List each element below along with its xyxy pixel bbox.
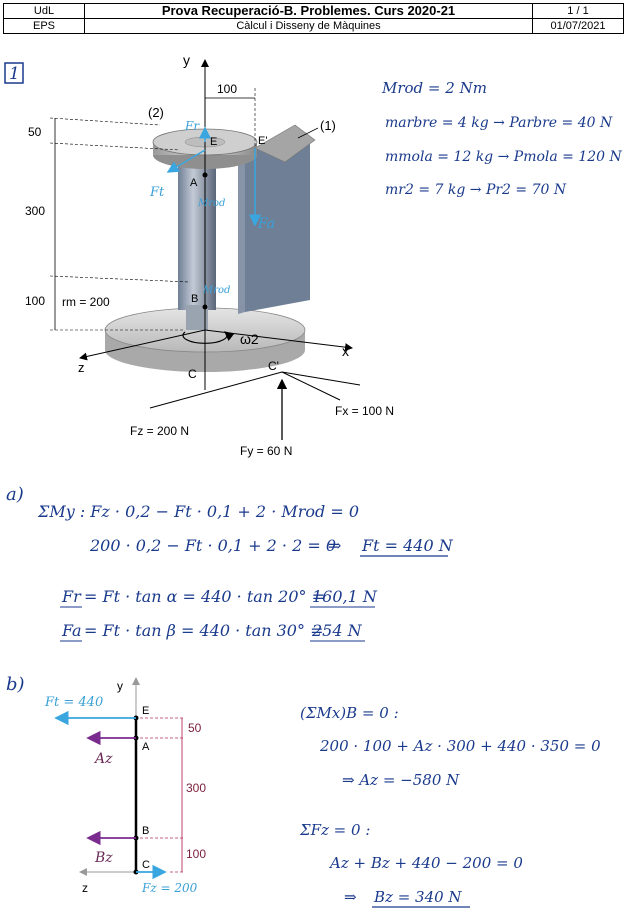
part-a-Fr-label: Fr — [61, 587, 82, 606]
part-b-eq5: Az + Bz + 440 − 200 = 0 — [328, 854, 523, 872]
load-Fx: Fx = 100 N — [335, 404, 394, 418]
given-mrod: Mrod = 2 Nm — [381, 79, 487, 97]
label-gear-1: (1) — [320, 118, 336, 133]
part-a-result-Fr: 160,1 N — [312, 587, 378, 606]
moment-B: Mrod — [202, 285, 230, 296]
moment-A: Mrod — [197, 198, 225, 209]
svg-text:300: 300 — [186, 781, 206, 795]
part-b-eq4: ΣFz = 0 : — [299, 821, 370, 839]
part-a-eq4: = Ft · tan β = 440 · tan 30° = — [84, 621, 323, 640]
svg-text:Az: Az — [93, 751, 113, 767]
svg-text:z: z — [82, 881, 88, 895]
load-Fy: Fy = 60 N — [240, 444, 292, 458]
svg-text:z: z — [78, 360, 85, 375]
back-plate — [245, 140, 310, 312]
rotation-arrow — [182, 331, 235, 344]
svg-text:x: x — [342, 343, 349, 359]
load-Fz: Fz = 200 N — [130, 424, 189, 438]
shaft — [178, 165, 216, 310]
dim-300: 300 — [25, 204, 45, 218]
gear-1 — [254, 124, 316, 163]
svg-text:Fz = 200: Fz = 200 — [141, 881, 198, 895]
given-r2: mr2 = 7 kg → Pr2 = 70 N — [385, 182, 567, 198]
part-a-Fa-label: Fa — [61, 621, 82, 640]
header-date: 01/07/2021 — [532, 18, 624, 34]
part-a-eq1: ΣMy : Fz · 0,2 − Ft · 0,1 + 2 · Mrod = 0 — [37, 502, 359, 521]
z-axis — [79, 329, 206, 361]
part-b-eq1: (ΣMx)B = 0 : — [300, 704, 399, 722]
dim-100: 100 — [25, 294, 45, 308]
point-A: A — [190, 177, 198, 189]
force-Ft: Ft — [149, 185, 165, 200]
svg-text:C: C — [142, 859, 150, 871]
part-b-eq3: ⇒ Az = −580 N — [342, 771, 460, 789]
point-C: C — [188, 367, 197, 381]
svg-text:Bz: Bz — [94, 850, 113, 866]
svg-text:y: y — [117, 679, 123, 693]
point-B: B — [191, 293, 198, 305]
part-b-eq2: 200 · 100 + Az · 300 + 440 · 350 = 0 — [319, 737, 601, 755]
part-a-eq2: 200 · 0,2 − Ft · 0,1 + 2 · 2 = 0 — [89, 536, 336, 555]
dim-50: 50 — [28, 125, 42, 139]
part-a-implies: ⇒ — [328, 536, 341, 555]
force-Fa: Fa — [257, 216, 275, 232]
figure-3d-assembly: 1 y x z 50 300 100 — [4, 52, 394, 458]
force-Fr: Fr — [184, 119, 200, 133]
free-body-diagram: y z E A B C Ft = 440 Az Bz Fz = 200 — [44, 677, 206, 895]
part-b: b) y z E A B C Ft = 440 Az Bz Fz = 200 — [6, 674, 601, 908]
problem-number-box — [4, 62, 24, 84]
svg-text:Ft = 440: Ft = 440 — [44, 695, 103, 710]
part-a-label: a) — [6, 484, 24, 505]
given-data: Mrod = 2 Nm marbre = 4 kg → Parbre = 40 … — [381, 79, 623, 198]
document-header: UdL Prova Recuperació-B. Problemes. Curs… — [3, 3, 624, 34]
svg-text:B: B — [142, 825, 149, 837]
part-a-result-Fa: 254 N — [311, 621, 363, 640]
part-a: a) ΣMy : Fz · 0,2 − Ft · 0,1 + 2 · Mrod … — [6, 484, 454, 642]
radius-rm: rm = 200 — [62, 295, 110, 309]
svg-text:y: y — [183, 52, 190, 68]
omega-2: ω2 — [240, 331, 259, 347]
problem-number: 1 — [9, 64, 20, 84]
svg-text:100: 100 — [186, 847, 206, 861]
label-gear-2: (2) — [148, 105, 164, 120]
point-C-prime: C' — [268, 359, 279, 373]
point-E-prime: E' — [258, 135, 267, 147]
point-E: E — [210, 136, 217, 148]
dim-top-100: 100 — [217, 82, 237, 96]
svg-text:50: 50 — [188, 721, 202, 735]
part-a-result-Ft: Ft = 440 N — [361, 536, 454, 555]
header-subject: Càlcul i Disseny de Màquines — [84, 18, 533, 34]
part-b-eq6-arrow: ⇒ — [344, 888, 357, 906]
given-mola: mmola = 12 kg → Pmola = 120 N — [385, 149, 623, 165]
given-arbre: marbre = 4 kg → Parbre = 40 N — [385, 115, 613, 131]
svg-text:E: E — [142, 705, 149, 717]
part-a-eq3: = Ft · tan α = 440 · tan 20° = — [84, 587, 325, 606]
part-b-label: b) — [6, 674, 25, 695]
header-school: EPS — [3, 18, 85, 34]
svg-text:A: A — [142, 741, 150, 753]
part-b-result-Bz: Bz = 340 N — [373, 888, 462, 906]
